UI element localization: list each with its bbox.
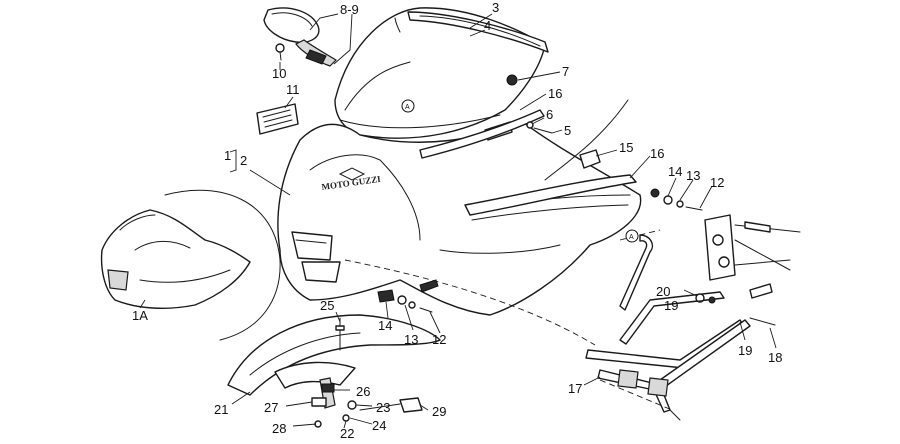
reference-mark-a-windscreen: A [401,99,415,113]
trim-strip-16b [464,174,637,216]
callout-12-lower: 12 [432,332,446,347]
reference-mark-a-frame: A [625,229,639,243]
callout-29: 29 [432,404,446,419]
callout-24: 24 [372,418,386,433]
fastener-7 [506,74,518,86]
callout-12-right: 12 [710,175,724,190]
callout-17: 17 [568,381,582,396]
bolt-25 [335,317,345,351]
trim-strip-16a [419,109,545,159]
callout-7: 7 [562,64,569,79]
decal-label-icon [256,103,299,135]
bracket-15 [544,99,629,181]
callout-16-top: 16 [548,86,562,101]
bolt-10 [275,43,285,61]
callout-22: 22 [340,426,354,441]
callout-23: 23 [376,400,390,415]
callout-2: 2 [240,153,247,168]
upper-frame-bracket [704,214,801,281]
callout-6: 6 [546,107,553,122]
callout-25: 25 [320,298,334,313]
assembly-line-3 [619,229,661,241]
callout-27: 27 [264,400,278,415]
svg-text:A: A [629,234,634,241]
callout-1: 1 [224,148,231,163]
callout-26: 26 [356,384,370,399]
svg-text:A: A [405,104,410,111]
windscreen [334,7,546,139]
callout-16-right: 16 [650,146,664,161]
small-fairing-1a [100,209,251,309]
callout-28: 28 [272,421,286,436]
fastener-set-lower [377,279,439,313]
assembly-line-1 [344,259,596,346]
fastener-6-5 [526,121,553,134]
callout-3: 3 [492,0,499,15]
callout-19-upper: 19 [664,298,678,313]
leader-lines [139,13,777,429]
front-fairing: MOTO GUZZI [277,119,642,316]
callout-21: 21 [214,402,228,417]
callout-14-right: 14 [668,164,682,179]
detail-magnification-arc [164,189,281,341]
fastener-set-right [650,188,703,211]
callout-20: 20 [656,284,670,299]
callout-13-right: 13 [686,168,700,183]
fastener-set-frame [695,283,776,326]
assembly-line-2 [599,379,673,411]
callout-5: 5 [564,123,571,138]
callout-10: 10 [272,66,286,81]
callout-8-9: 8-9 [340,2,359,17]
callout-19-lower: 19 [738,343,752,358]
callout-18: 18 [768,350,782,365]
windscreen-edge-trim [407,11,549,53]
mirror-icon [263,7,337,67]
callout-15: 15 [619,140,633,155]
mudguard-hardware [311,383,423,428]
callout-13-lower: 13 [404,332,418,347]
callout-11: 11 [286,82,300,97]
callout-14-lower: 14 [378,318,392,333]
callout-1a: 1A [132,308,148,323]
callout-4: 4 [484,18,491,33]
callout-labels: 3 4 8-9 7 10 11 16 6 5 1 2 15 16 14 13 1… [132,0,782,441]
front-mudguard [227,314,441,409]
